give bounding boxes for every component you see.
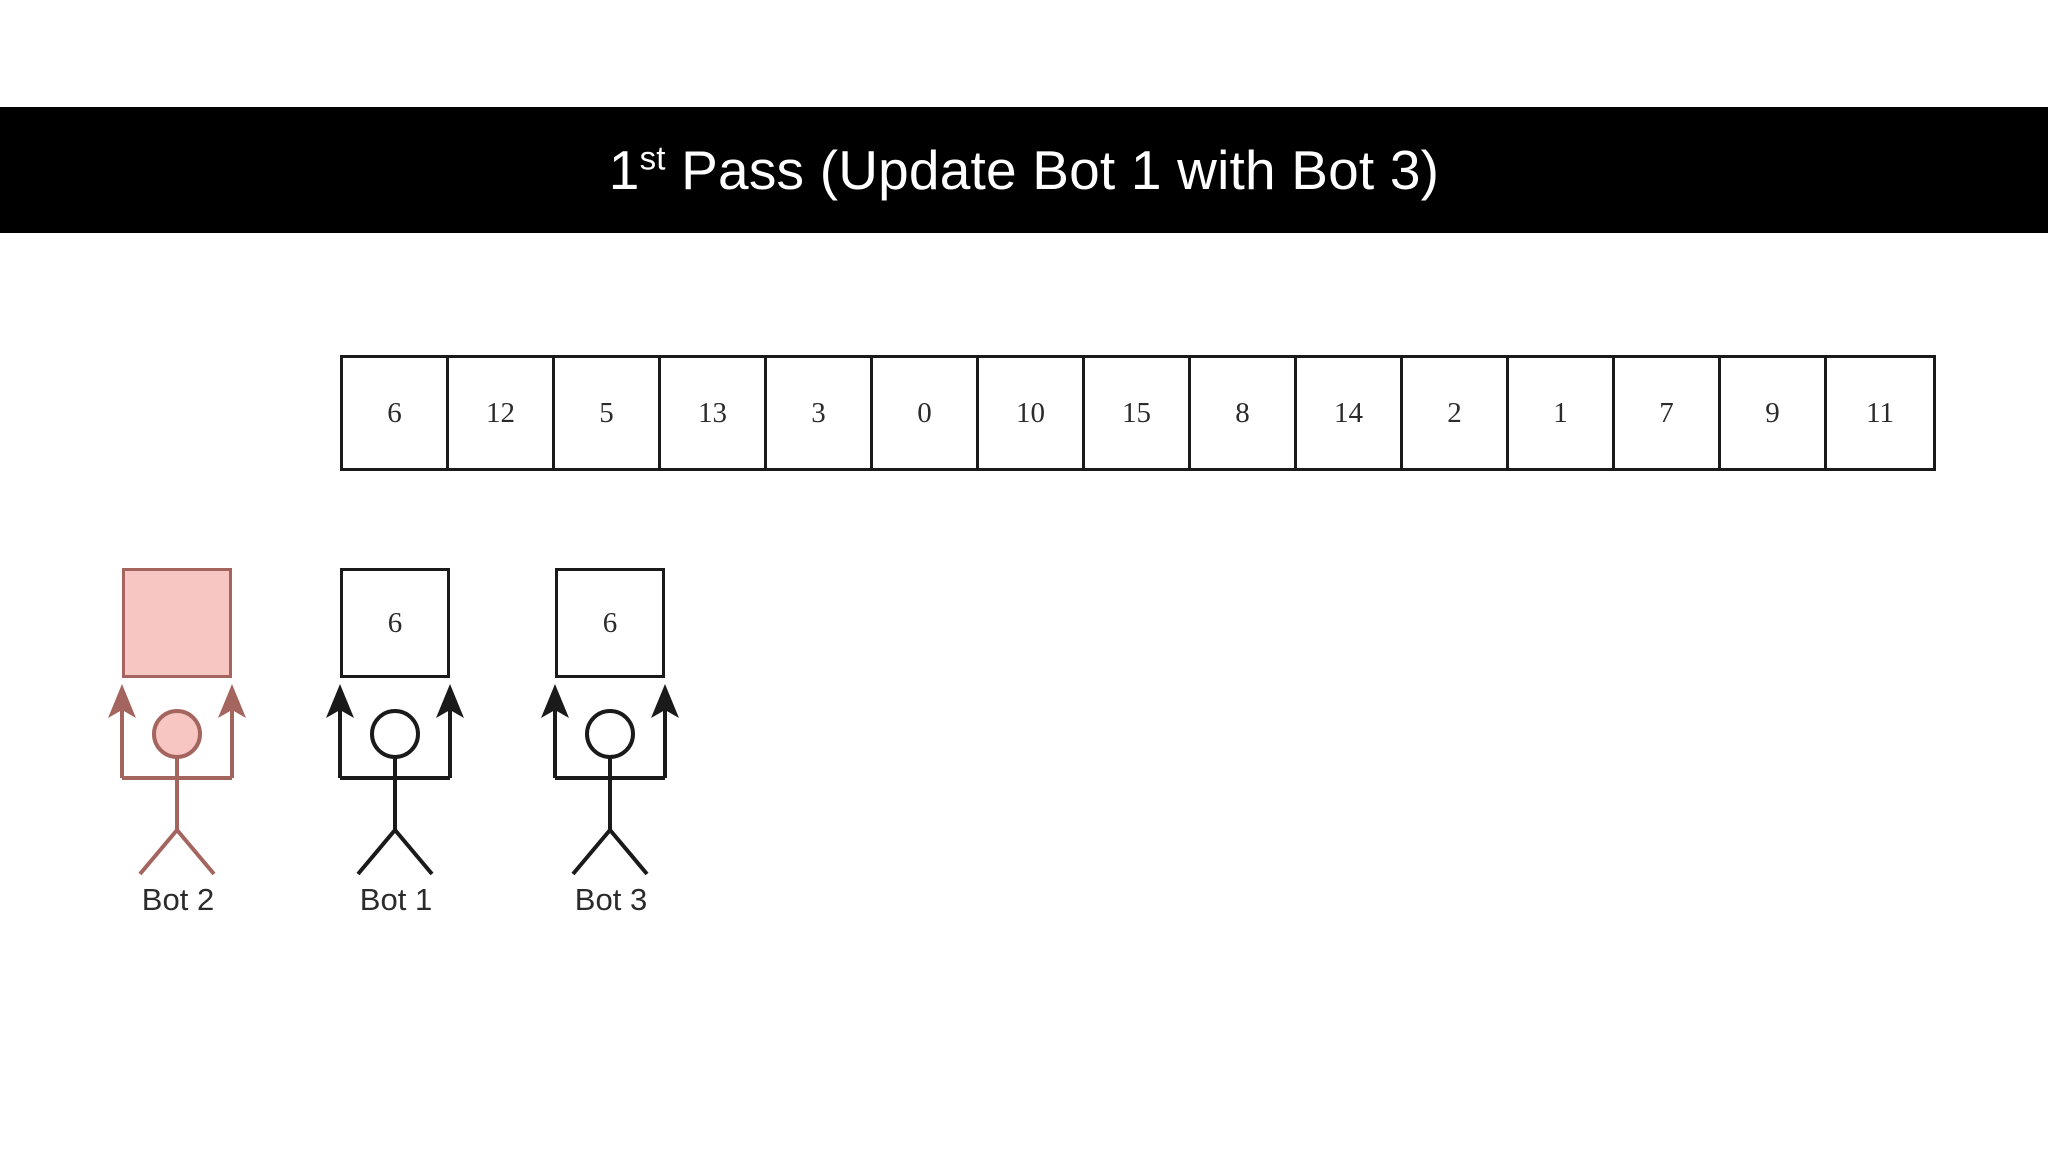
stick-figure-icon: [100, 678, 310, 878]
bot-group-bot-2[interactable]: Bot 2: [100, 560, 310, 960]
array-cell[interactable]: 13: [661, 358, 767, 468]
arrow-up-right-icon: [651, 684, 679, 718]
arrow-up-right-icon: [218, 684, 246, 718]
stick-figure-svg: [326, 684, 464, 876]
bot-label: Bot 1: [359, 882, 433, 917]
array-cell[interactable]: 3: [767, 358, 873, 468]
bot-group-bot-3[interactable]: 6 Bot 3: [533, 560, 743, 960]
bot-register-box: 6: [340, 568, 450, 678]
array-cell[interactable]: 2: [1403, 358, 1509, 468]
array-cell[interactable]: 11: [1827, 358, 1933, 468]
bot-label: Bot 3: [574, 882, 648, 917]
array-cell[interactable]: 7: [1615, 358, 1721, 468]
array-cell[interactable]: 12: [449, 358, 555, 468]
title-rest: Pass (Update Bot 1 with Bot 3): [665, 139, 1440, 201]
bot-register-box: 6: [555, 568, 665, 678]
bot-head: [152, 709, 202, 759]
array-cell[interactable]: 5: [555, 358, 661, 468]
title-bar: 1st Pass (Update Bot 1 with Bot 3): [0, 107, 2048, 233]
arrow-up-left-icon: [326, 684, 354, 718]
stick-figure-svg: [541, 684, 679, 876]
bot-head: [585, 709, 635, 759]
array-cell[interactable]: 8: [1191, 358, 1297, 468]
arrow-up-left-icon: [541, 684, 569, 718]
array-cell[interactable]: 15: [1085, 358, 1191, 468]
array-cell[interactable]: 0: [873, 358, 979, 468]
bot-register-box: [122, 568, 232, 678]
array-cell[interactable]: 1: [1509, 358, 1615, 468]
title-superscript: st: [639, 139, 666, 177]
array-cell[interactable]: 10: [979, 358, 1085, 468]
bot-group-bot-1[interactable]: 6 Bot 1: [318, 560, 528, 960]
arrow-up-left-icon: [108, 684, 136, 718]
arrow-up-right-icon: [436, 684, 464, 718]
array-cell[interactable]: 6: [343, 358, 449, 468]
array-cell[interactable]: 14: [1297, 358, 1403, 468]
stick-figure-svg: [108, 684, 246, 876]
page-title: 1st Pass (Update Bot 1 with Bot 3): [609, 138, 1439, 202]
stick-figure-icon: [533, 678, 743, 878]
bot-head: [370, 709, 420, 759]
stick-figure-icon: [318, 678, 528, 878]
bot-label: Bot 2: [141, 882, 215, 917]
array-cell[interactable]: 9: [1721, 358, 1827, 468]
title-prefix: 1: [608, 139, 640, 201]
